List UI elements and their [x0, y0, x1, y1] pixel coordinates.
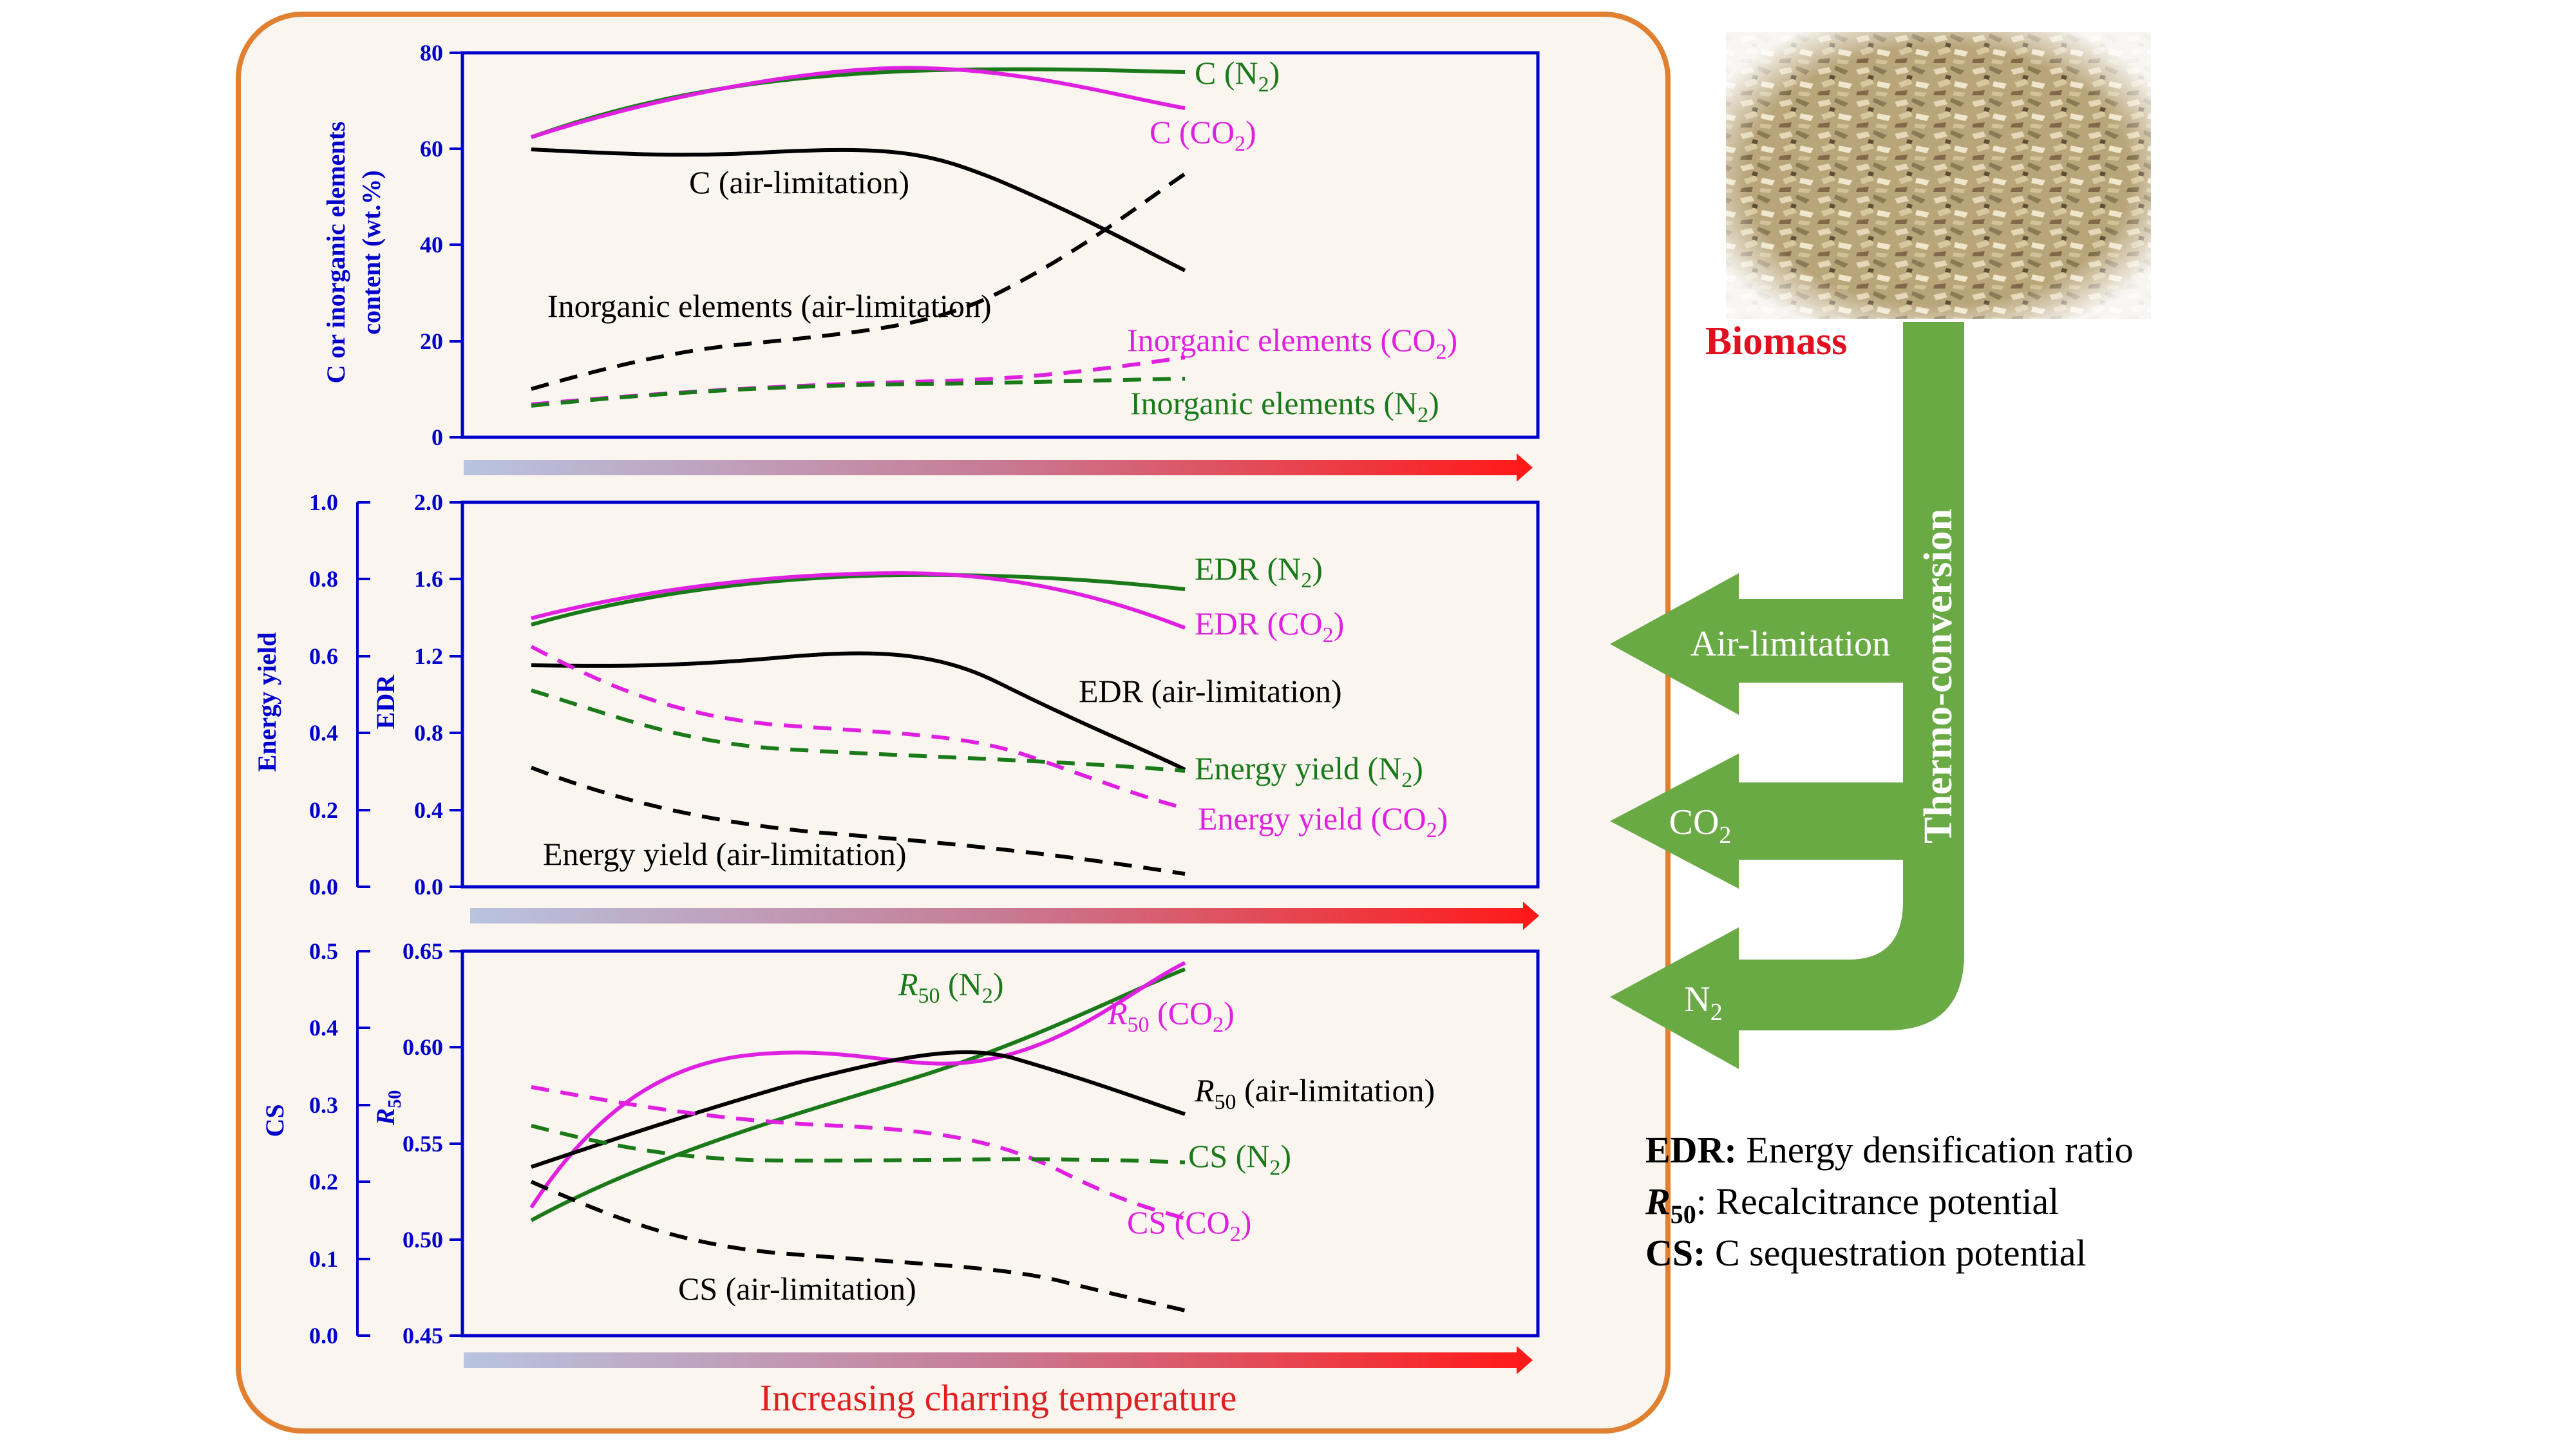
bot-right-tick-2: 0.55: [402, 1131, 443, 1157]
middle-panel: 0.0 0.2 0.4 0.6 0.8 1.0 0.0 0.4 0.8 1.2 …: [252, 489, 1540, 930]
mid-label-edr-air: EDR (air-limitation): [1079, 673, 1342, 709]
top-ylabel-line2: content (wt.%): [357, 170, 386, 335]
mid-left-tick-3: 0.6: [309, 643, 338, 669]
mid-right-tick-2: 0.8: [414, 720, 443, 746]
mid-right-tick-3: 1.2: [414, 643, 443, 669]
mid-label-ey-n2: Energy yield (N2): [1195, 750, 1423, 792]
bot-label-r50-air: R50 (air-limitation): [1194, 1072, 1435, 1114]
mid-label-ey-co2: Energy yield (CO2): [1198, 800, 1448, 842]
top-inorg-n2-curve: [531, 377, 1186, 408]
mid-edr-co2-curve: [531, 571, 1186, 630]
mid-right-tick-5: 2.0: [414, 489, 443, 515]
arrow-air-limitation-label: Air-limitation: [1690, 624, 1890, 664]
bot-label-r50-co2: R50 (CO2): [1107, 995, 1235, 1037]
top-tick-60: 60: [420, 136, 443, 162]
top-label-inorg-co2: Inorganic elements (CO2): [1127, 322, 1457, 364]
top-inorg-air-curve: [531, 172, 1186, 391]
top-label-c-n2: C (N2): [1195, 55, 1280, 97]
legend-edr: EDR: Energy densification ratio: [1645, 1129, 2134, 1171]
bot-cs-air-curve: [530, 1180, 1186, 1312]
bot-right-tick-4: 0.65: [402, 938, 443, 964]
top-temp-arrow-head: [1517, 453, 1533, 482]
mid-left-tick-4: 0.8: [309, 566, 338, 592]
mid-label-edr-co2: EDR (CO2): [1195, 605, 1344, 647]
top-tick-40: 40: [420, 232, 443, 258]
bot-left-tick-5: 0.5: [309, 938, 338, 964]
bot-ylabel-left: CS: [260, 1104, 289, 1137]
mid-temp-arrow-head: [1523, 902, 1539, 930]
mid-ylabel-left: Energy yield: [252, 632, 281, 772]
thermo-conversion-label: Thermo-conversion: [1917, 509, 1960, 844]
top-c-co2-curve: [531, 66, 1186, 139]
bot-left-tick-0: 0.0: [309, 1323, 338, 1349]
bot-right-tick-0: 0.45: [402, 1323, 443, 1349]
bot-label-cs-co2: CS (CO2): [1127, 1204, 1251, 1246]
top-label-c-air: C (air-limitation): [689, 164, 909, 200]
bot-left-tick-1: 0.1: [309, 1246, 338, 1272]
bot-r50-co2-curve: [529, 961, 1186, 1209]
biomass-image: [1726, 32, 2151, 319]
bot-label-r50-n2: R50 (N2): [898, 966, 1003, 1008]
bot-temp-arrow-head: [1517, 1346, 1533, 1374]
mid-temp-arrow-bar: [470, 908, 1526, 923]
bot-temp-arrow-bar: [464, 1352, 1520, 1368]
bot-ylabel-right: R50: [371, 1090, 405, 1126]
top-label-inorg-n2: Inorganic elements (N2): [1130, 385, 1439, 427]
bot-left-tick-4: 0.4: [309, 1015, 338, 1041]
top-label-c-co2: C (CO2): [1150, 114, 1256, 156]
bot-r50-n2-curve: [530, 967, 1186, 1222]
top-tick-0: 0: [431, 424, 443, 450]
thermo-conversion-flow: [1610, 322, 1964, 1069]
mid-label-edr-n2: EDR (N2): [1195, 551, 1323, 592]
mid-left-tick-1: 0.2: [309, 797, 338, 823]
bot-label-cs-air: CS (air-limitation): [678, 1271, 916, 1307]
arrow-co2-label: CO2: [1669, 802, 1732, 849]
top-label-inorg-air: Inorganic elements (air-limitation): [547, 288, 992, 324]
top-temp-arrow-bar: [464, 460, 1520, 475]
legend-cs: CS: C sequestration potential: [1645, 1232, 2087, 1274]
bot-label-cs-n2: CS (N2): [1188, 1138, 1291, 1180]
mid-edr-air-curve: [531, 651, 1186, 772]
bot-r50-air-curve: [531, 1050, 1186, 1169]
bot-left-tick-2: 0.2: [309, 1169, 338, 1195]
abbreviation-legend: EDR: Energy densification ratio R50: Rec…: [1645, 1129, 2134, 1274]
mid-right-tick-1: 0.4: [414, 797, 443, 823]
mid-left-tick-0: 0.0: [309, 874, 338, 900]
x-axis-label: Increasing charring temperature: [760, 1377, 1237, 1419]
mid-ey-air-curve: [530, 766, 1186, 876]
mid-ey-co2-curve: [530, 645, 1186, 810]
top-panel: 0 20 40 60 80 C or inorganic elements co…: [321, 40, 1540, 482]
mid-right-tick-0: 0.0: [414, 874, 443, 900]
bot-left-tick-3: 0.3: [309, 1092, 338, 1118]
mid-label-ey-air: Energy yield (air-limitation): [543, 836, 907, 872]
biomass-label: Biomass: [1705, 319, 1847, 363]
bot-right-tick-1: 0.50: [402, 1227, 443, 1253]
top-ylabel-line1: C or inorganic elements: [321, 122, 350, 384]
bot-cs-co2-curve: [531, 1085, 1186, 1220]
mid-edr-n2-curve: [531, 573, 1186, 627]
top-tick-80: 80: [420, 40, 443, 66]
top-tick-20: 20: [420, 328, 443, 354]
legend-r50: R50: Recalcitrance potential: [1645, 1180, 2059, 1229]
arrow-n2-label: N2: [1684, 980, 1722, 1026]
mid-ylabel-right: EDR: [371, 674, 400, 730]
mid-ey-n2-curve: [531, 688, 1186, 773]
middle-plot-box: [460, 500, 1540, 889]
mid-left-tick-5: 1.0: [309, 489, 338, 515]
mid-left-tick-2: 0.4: [309, 720, 338, 746]
bot-cs-n2-curve: [531, 1124, 1186, 1164]
bottom-panel: 0.0 0.1 0.2 0.3 0.4 0.5 0.45 0.50 0.55 0…: [260, 938, 1540, 1419]
bot-right-tick-3: 0.60: [402, 1034, 443, 1060]
main-frame: [236, 12, 1671, 1434]
mid-right-tick-4: 1.6: [414, 566, 443, 592]
